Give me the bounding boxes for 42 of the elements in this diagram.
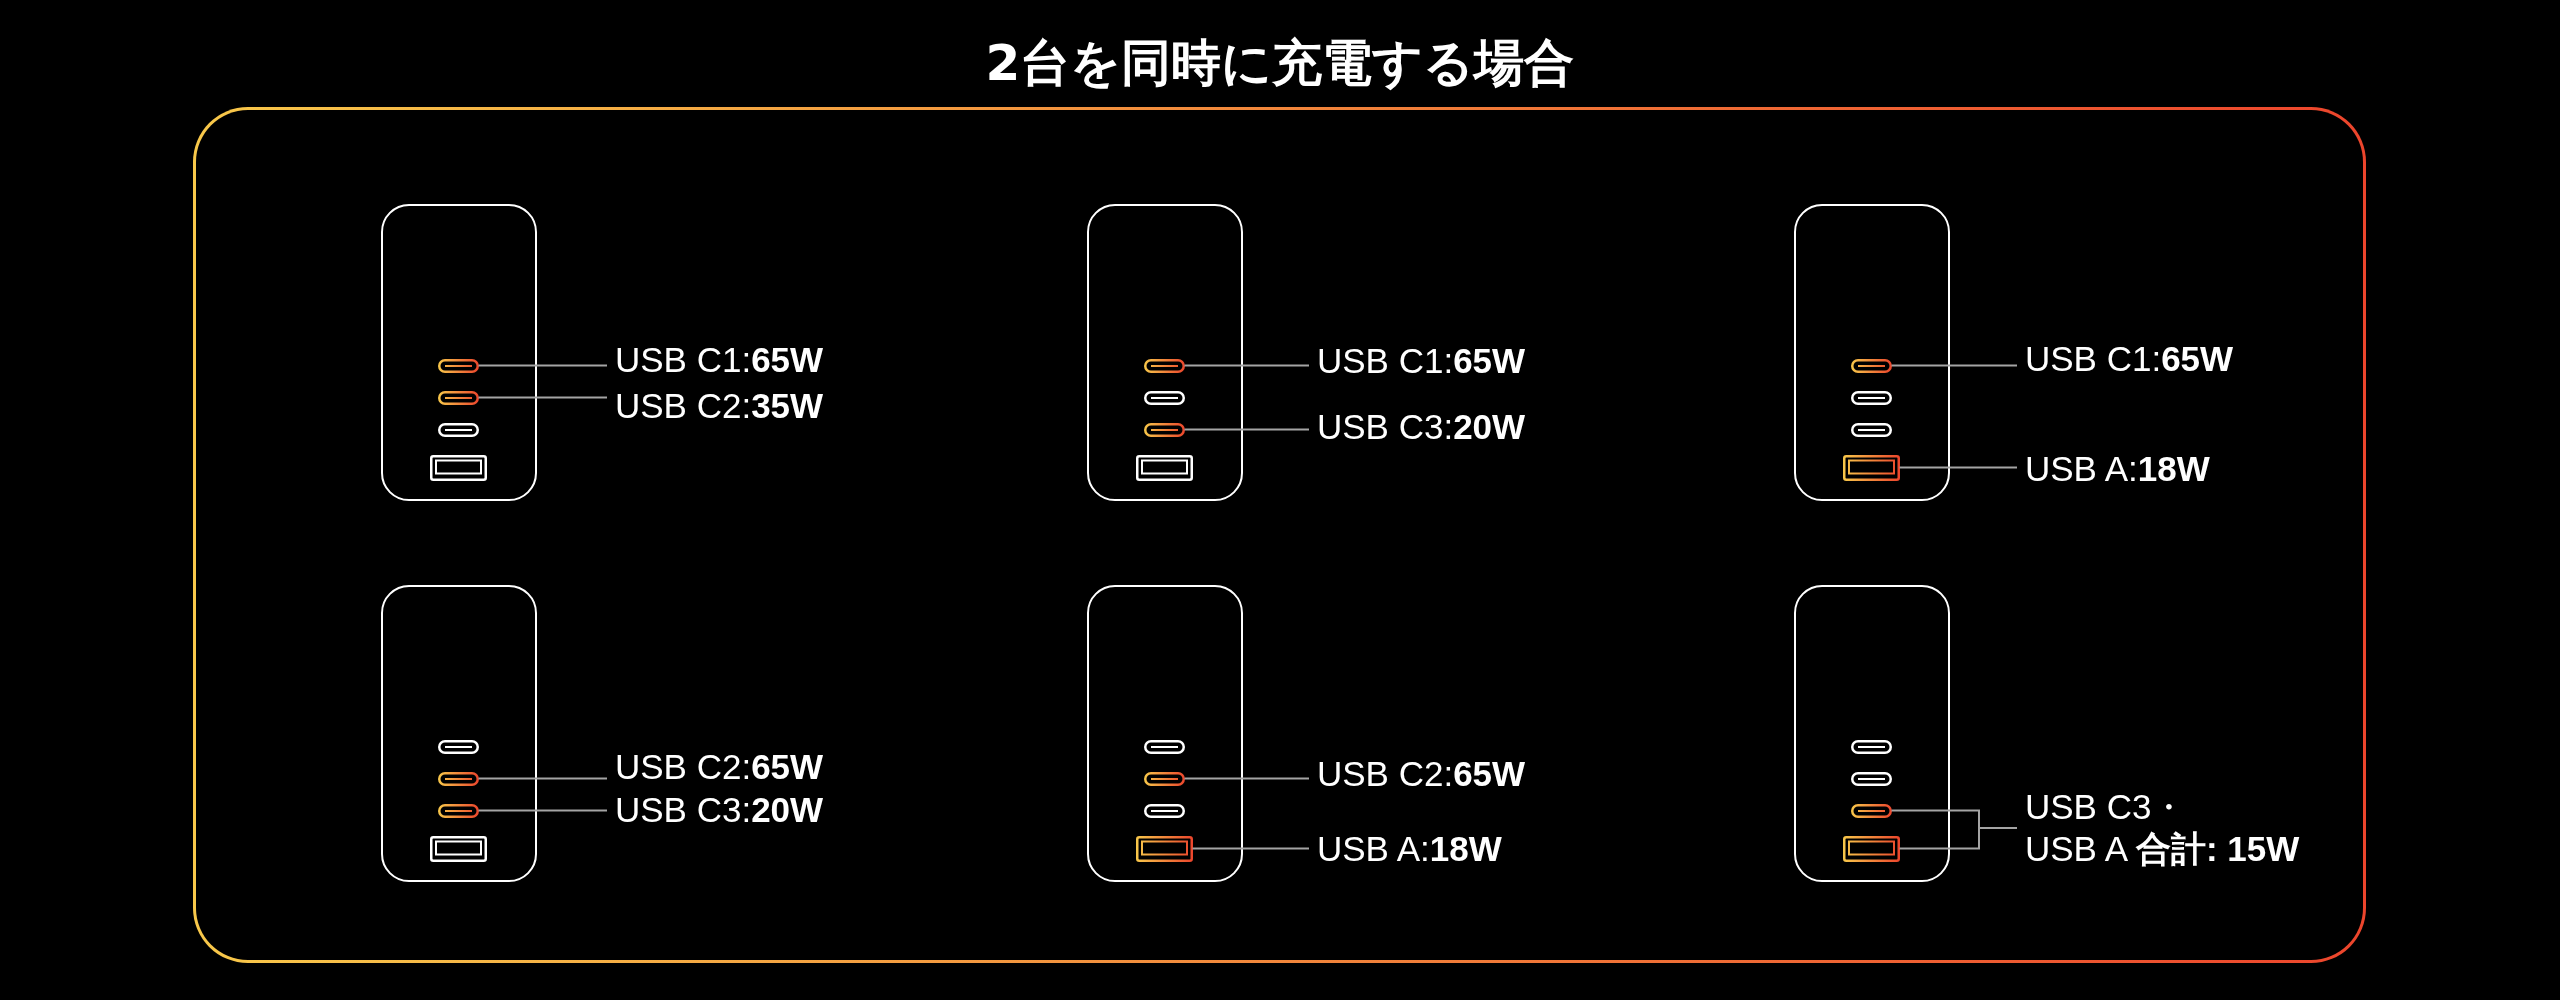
port-label: USB A:18W [1309, 828, 1502, 870]
leader-line [477, 809, 608, 812]
port-label: USB C1:65W [2017, 338, 2234, 380]
leader-line [1183, 364, 1310, 367]
usb-c-port-icon [1850, 358, 1892, 373]
port-label: USB C2:65W [1309, 753, 1526, 795]
charger-outline [1087, 204, 1243, 501]
usb-a-port-icon [1135, 835, 1193, 862]
charger-outline [1087, 585, 1243, 882]
port-label: USB C3・ USB A 合計: 15W [2017, 786, 2300, 870]
usb-c-port-icon [1850, 803, 1892, 818]
leader-line [1183, 428, 1310, 431]
title: 2台を同時に充電する場合 [985, 33, 1575, 93]
port-label: USB C1:65W [607, 339, 824, 381]
usb-c-port-icon [1143, 358, 1185, 373]
leader-line [1890, 364, 2018, 367]
usb-c-port-icon [437, 390, 479, 405]
usb-c-port-icon [437, 771, 479, 786]
usb-a-port-icon [1842, 835, 1900, 862]
leader-line [1183, 777, 1310, 780]
panel-frame [193, 107, 2366, 963]
usb-c-port-icon [437, 803, 479, 818]
port-label: USB C2:65W [607, 746, 824, 788]
leader-line [477, 364, 608, 367]
charger-outline [381, 204, 537, 501]
usb-c-port-icon [437, 358, 479, 373]
port-label: USB A:18W [2017, 448, 2210, 490]
charger-outline [1794, 204, 1950, 501]
leader-line [477, 777, 608, 780]
charger-outline [381, 585, 537, 882]
leader-line [1898, 827, 2018, 850]
leader-line [1191, 847, 1310, 850]
leader-line [1898, 466, 2018, 469]
port-label: USB C1:65W [1309, 340, 1526, 382]
usb-c-port-icon [1143, 422, 1185, 437]
usb-a-port-icon [1842, 454, 1900, 481]
port-label: USB C3:20W [1309, 406, 1526, 448]
port-label: USB C2:35W [607, 385, 824, 427]
leader-line [477, 396, 608, 399]
charger-outline [1794, 585, 1950, 882]
port-label: USB C3:20W [607, 789, 824, 831]
usb-c-port-icon [1143, 771, 1185, 786]
